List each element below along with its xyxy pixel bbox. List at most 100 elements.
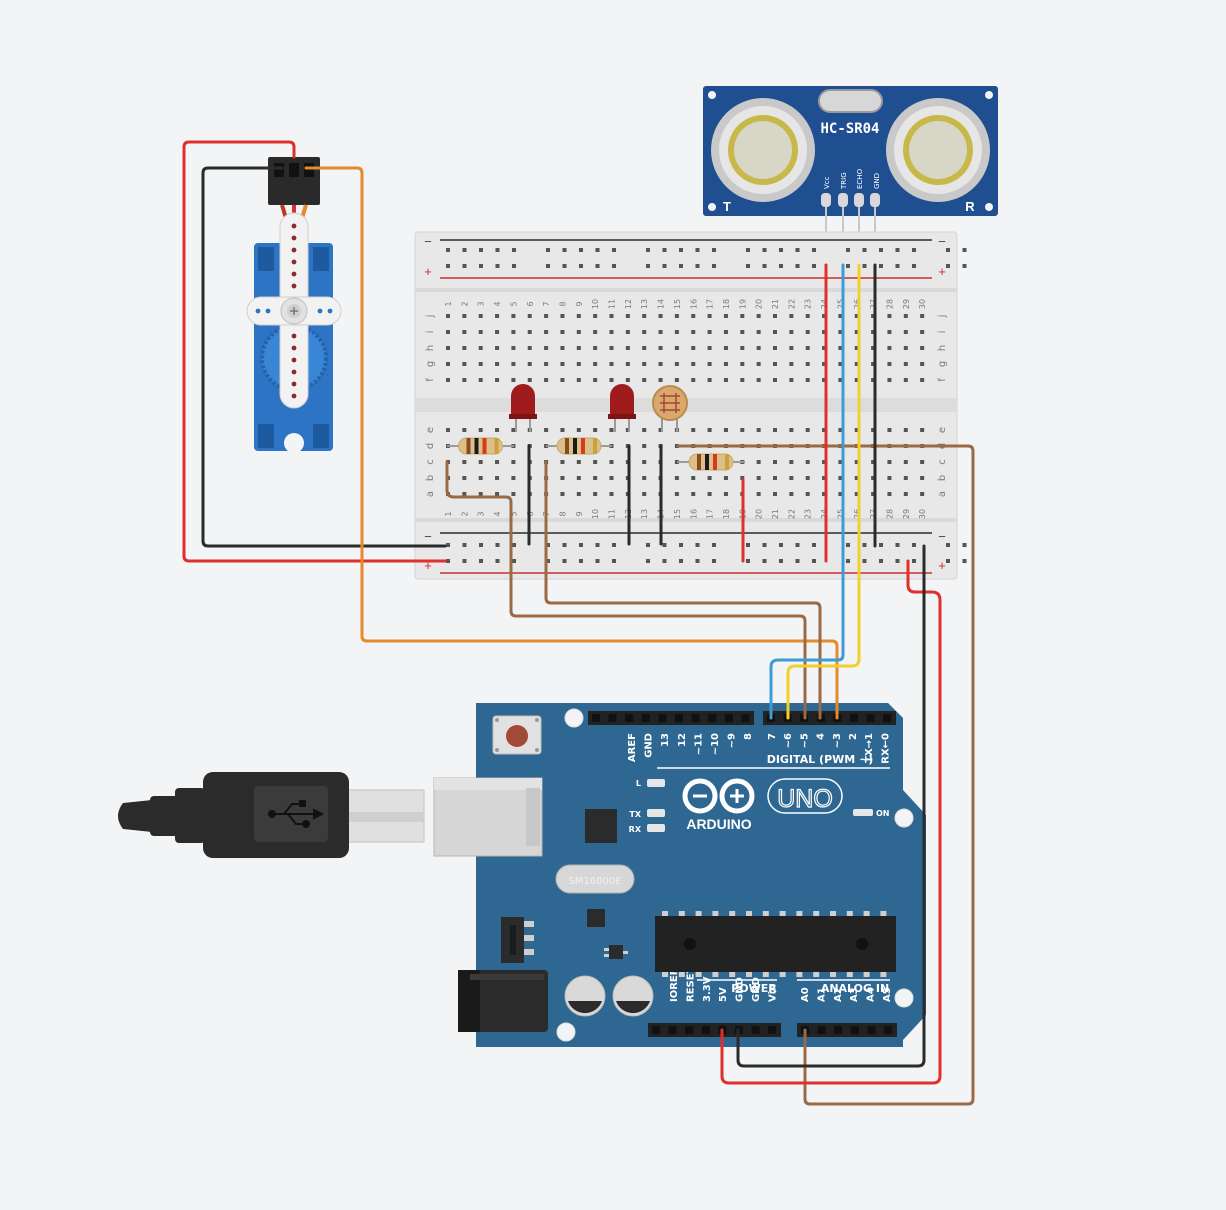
- rail-hole[interactable]: [662, 559, 667, 563]
- rail-hole[interactable]: [712, 559, 716, 563]
- terminal-hole[interactable]: [674, 492, 679, 496]
- terminal-hole[interactable]: [478, 362, 483, 366]
- terminal-hole[interactable]: [478, 314, 483, 318]
- terminal-hole[interactable]: [887, 492, 892, 496]
- terminal-hole[interactable]: [822, 330, 827, 334]
- header-pin[interactable]: [668, 1026, 677, 1034]
- terminal-hole[interactable]: [495, 378, 500, 382]
- rail-hole[interactable]: [779, 248, 783, 252]
- terminal-hole[interactable]: [740, 476, 745, 480]
- terminal-hole[interactable]: [511, 378, 516, 382]
- rail-hole[interactable]: [746, 264, 750, 268]
- terminal-hole[interactable]: [446, 428, 450, 432]
- terminal-hole[interactable]: [887, 362, 892, 366]
- terminal-hole[interactable]: [871, 460, 876, 464]
- rail-hole[interactable]: [846, 543, 850, 547]
- terminal-hole[interactable]: [593, 346, 598, 350]
- rail-hole[interactable]: [712, 543, 716, 547]
- terminal-hole[interactable]: [740, 346, 745, 350]
- terminal-hole[interactable]: [691, 492, 696, 496]
- rail-hole[interactable]: [479, 543, 483, 547]
- terminal-hole[interactable]: [773, 428, 777, 432]
- terminal-hole[interactable]: [560, 346, 565, 350]
- terminal-hole[interactable]: [609, 314, 614, 318]
- header-pin[interactable]: [751, 1026, 760, 1034]
- terminal-hole[interactable]: [887, 346, 892, 350]
- terminal-hole[interactable]: [773, 362, 777, 366]
- terminal-hole[interactable]: [740, 378, 745, 382]
- header-pin[interactable]: [866, 714, 875, 722]
- dc-power-jack[interactable]: [458, 970, 548, 1032]
- hc-sr04-sensor[interactable]: HC-SR04 T R Vcc TRIG ECHO GND: [703, 86, 998, 262]
- rail-hole[interactable]: [512, 248, 516, 252]
- header-pin[interactable]: [675, 714, 683, 722]
- terminal-hole[interactable]: [756, 460, 761, 464]
- terminal-hole[interactable]: [625, 428, 630, 432]
- rail-hole[interactable]: [695, 248, 700, 252]
- terminal-hole[interactable]: [674, 362, 679, 366]
- terminal-hole[interactable]: [854, 330, 859, 334]
- terminal-hole[interactable]: [789, 314, 794, 318]
- rail-hole[interactable]: [662, 264, 667, 268]
- terminal-hole[interactable]: [707, 362, 712, 366]
- rail-hole[interactable]: [962, 559, 967, 563]
- terminal-hole[interactable]: [773, 314, 777, 318]
- rail-hole[interactable]: [612, 559, 616, 563]
- header-pin[interactable]: [817, 1026, 826, 1034]
- terminal-hole[interactable]: [838, 460, 843, 464]
- rail-hole[interactable]: [762, 248, 767, 252]
- terminal-hole[interactable]: [854, 460, 859, 464]
- rail-hole[interactable]: [479, 559, 483, 563]
- terminal-hole[interactable]: [854, 492, 859, 496]
- terminal-hole[interactable]: [920, 362, 925, 366]
- terminal-hole[interactable]: [511, 330, 516, 334]
- terminal-hole[interactable]: [871, 346, 876, 350]
- terminal-hole[interactable]: [920, 460, 925, 464]
- rail-hole[interactable]: [946, 559, 950, 563]
- rail-hole[interactable]: [562, 264, 567, 268]
- terminal-hole[interactable]: [576, 346, 581, 350]
- terminal-hole[interactable]: [871, 476, 876, 480]
- usb-cable[interactable]: [118, 772, 425, 858]
- rail-hole[interactable]: [812, 248, 816, 252]
- terminal-hole[interactable]: [723, 492, 728, 496]
- breadboard[interactable]: − − + + − − + + 112233445566778899101011…: [414, 231, 967, 580]
- rail-hole[interactable]: [479, 248, 483, 252]
- rail-hole[interactable]: [895, 264, 900, 268]
- rail-hole[interactable]: [546, 559, 550, 563]
- terminal-hole[interactable]: [920, 378, 925, 382]
- rail-hole[interactable]: [512, 543, 516, 547]
- terminal-hole[interactable]: [805, 330, 810, 334]
- terminal-hole[interactable]: [838, 428, 843, 432]
- terminal-hole[interactable]: [658, 362, 663, 366]
- header-pin[interactable]: [883, 714, 892, 722]
- rail-hole[interactable]: [462, 248, 467, 252]
- rail-hole[interactable]: [846, 264, 850, 268]
- terminal-hole[interactable]: [822, 492, 827, 496]
- terminal-hole[interactable]: [789, 476, 794, 480]
- terminal-hole[interactable]: [887, 460, 892, 464]
- rail-hole[interactable]: [662, 248, 667, 252]
- rail-hole[interactable]: [962, 264, 967, 268]
- terminal-hole[interactable]: [723, 330, 728, 334]
- rail-hole[interactable]: [862, 543, 867, 547]
- terminal-hole[interactable]: [511, 314, 516, 318]
- terminal-hole[interactable]: [495, 330, 500, 334]
- rail-hole[interactable]: [562, 559, 567, 563]
- terminal-hole[interactable]: [723, 428, 728, 432]
- terminal-hole[interactable]: [773, 378, 777, 382]
- header-pin[interactable]: [625, 714, 634, 722]
- rail-hole[interactable]: [562, 248, 567, 252]
- terminal-hole[interactable]: [462, 428, 467, 432]
- terminal-hole[interactable]: [920, 492, 925, 496]
- terminal-hole[interactable]: [838, 362, 843, 366]
- terminal-hole[interactable]: [462, 314, 467, 318]
- terminal-hole[interactable]: [887, 428, 892, 432]
- header-pin[interactable]: [691, 714, 700, 722]
- header-pin[interactable]: [867, 1026, 876, 1034]
- rail-hole[interactable]: [812, 543, 816, 547]
- header-pin[interactable]: [652, 1026, 660, 1034]
- terminal-hole[interactable]: [822, 460, 827, 464]
- resistor-3[interactable]: [677, 453, 745, 471]
